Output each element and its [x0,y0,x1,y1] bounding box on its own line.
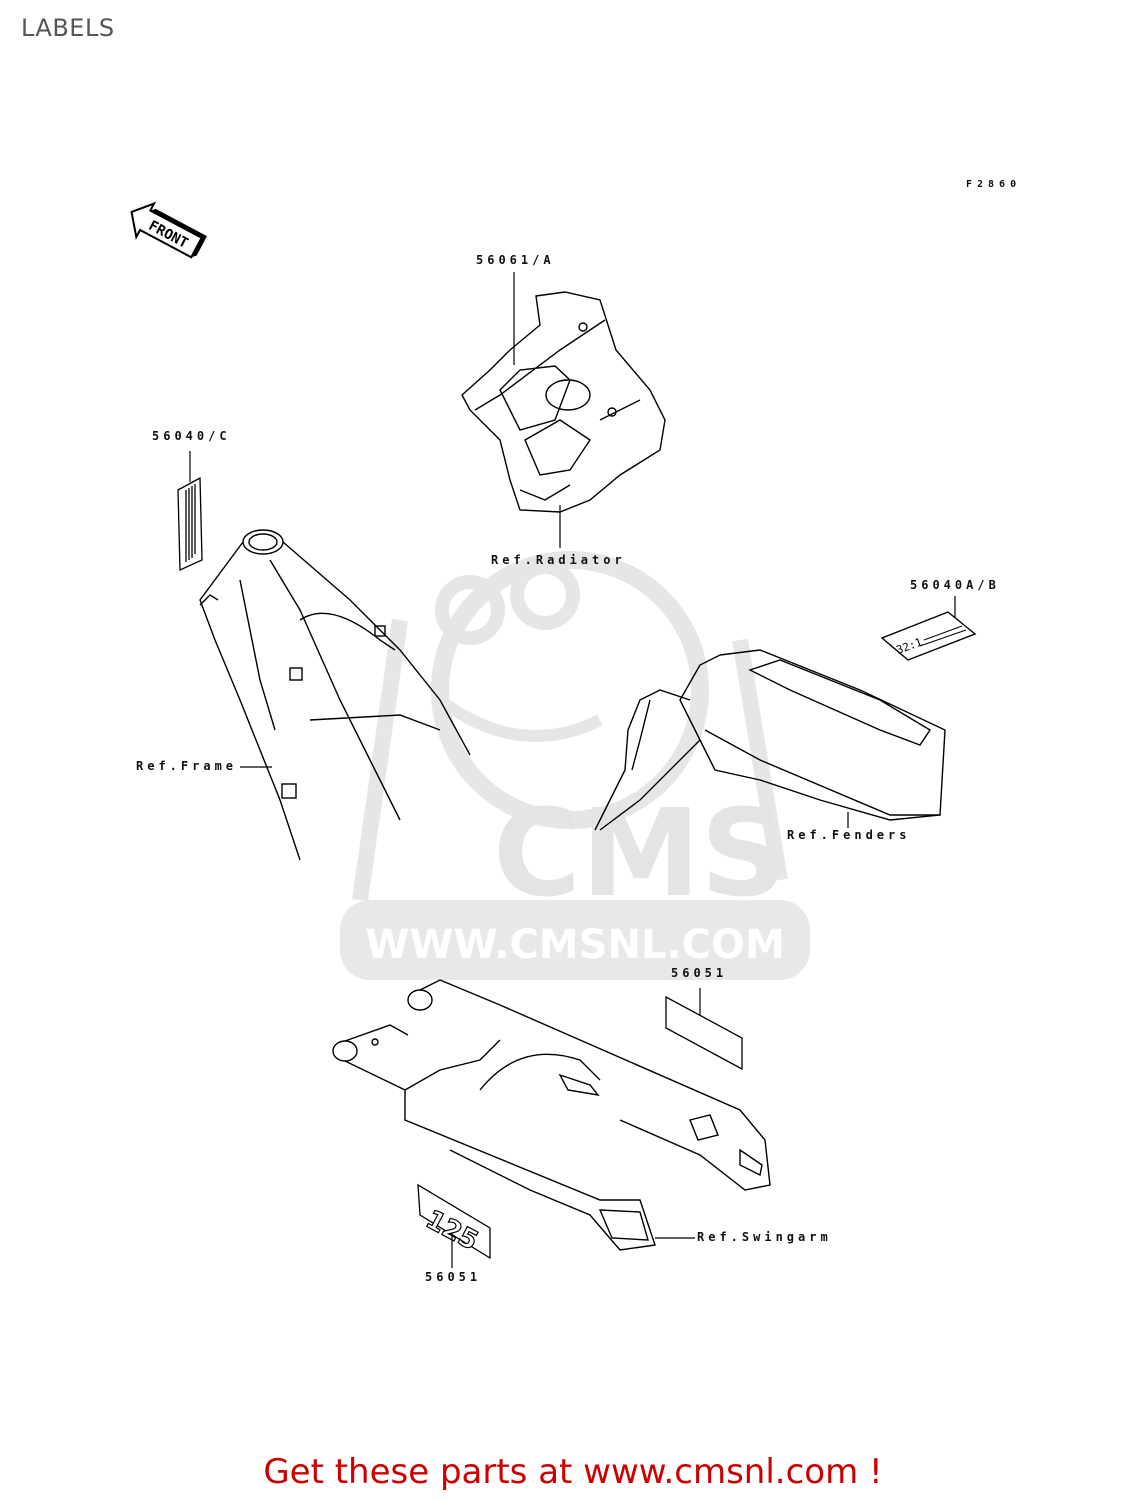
part-number-56061a[interactable]: 56061/A [476,253,555,267]
leader-lines [240,272,849,1239]
figure-code-label: F2860 [966,179,1022,190]
frame-decal-56040c [177,476,203,571]
cms-watermark [352,551,788,902]
watermark-brand: CMS [493,785,787,924]
swingarm-decal-56051-125: 125 [417,1183,491,1260]
part-number-56040ab[interactable]: 56040A/B [910,578,1000,592]
frame-drawing [199,529,471,861]
ref-radiator-label[interactable]: Ref.Radiator [491,553,626,567]
fender-decal-56040ab: 32:1 [880,611,977,661]
watermark-url: WWW.CMSNL.COM [365,922,785,968]
rear-fender-drawing [594,649,946,831]
radiator-shroud-drawing [461,291,666,513]
front-direction-arrow-icon: FRONT [130,201,207,259]
part-number-56040c[interactable]: 56040/C [152,429,231,443]
ref-frame-label[interactable]: Ref.Frame [136,759,238,773]
part-number-56051-left[interactable]: 56051 [425,1270,482,1284]
ref-swingarm-label[interactable]: Ref.Swingarm [697,1230,832,1244]
swingarm-drawing [332,979,771,1251]
part-number-56051-right[interactable]: 56051 [671,966,728,980]
ref-fenders-label[interactable]: Ref.Fenders [787,828,911,842]
page-title: LABELS [21,14,115,42]
watermark-banner [340,900,810,980]
footer-shop-link[interactable]: Get these parts at www.cmsnl.com ! [263,1452,883,1492]
swingarm-decal-56051-right [665,995,743,1071]
